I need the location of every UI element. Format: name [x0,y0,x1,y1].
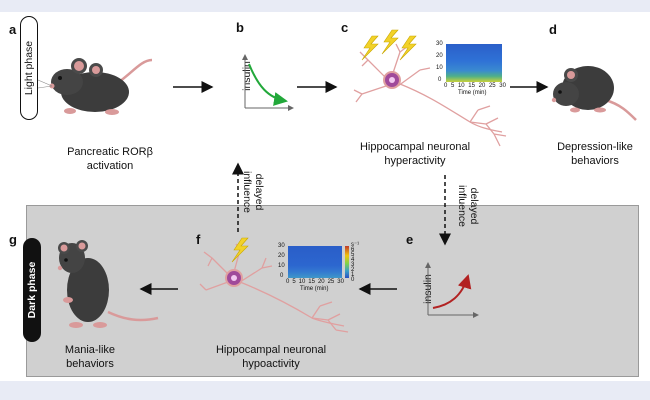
panel-letter-e: e [406,232,414,247]
spec-bot-xtick: 15 [308,279,315,285]
neuron-hyperactive [353,43,507,147]
mouse-icon-g [57,240,159,328]
caption-d-line1: Depression-like [557,141,633,153]
caption-a-line2: activation [86,160,134,172]
spec-bot-xtick: 20 [317,279,325,285]
panel-letter-g: g [9,232,17,247]
panel-letter-d: d [549,22,557,37]
neuron-hypoactive [199,243,349,333]
spec-top-xtick: 5 [450,83,455,89]
insulin-decrease-graph [242,54,294,111]
spectrogram-hyper [446,44,502,82]
spec-bot-xticks: 0 5 10 15 20 25 30 [286,279,344,285]
spec-bot-xtick: 0 [286,279,290,285]
caption-g: Mania-like behaviors [40,343,140,371]
spec-top-xlabel: Time (min) [458,90,487,96]
colorbar-unit: s⁻¹ [351,242,360,248]
caption-c: Hippocampal neuronal hyperactivity [340,140,490,168]
colorbar-tick: 4 [351,257,355,263]
spec-top-ytick-10: 10 [436,65,443,71]
spec-bot-xlabel: Time (min) [300,286,329,292]
panel-letter-a: a [9,22,17,37]
lightning-bolts-c [361,29,417,61]
spec-top-ytick-0: 0 [438,77,442,83]
spec-top-xtick: 20 [478,83,486,89]
spec-top-ytick-30: 30 [436,41,443,47]
spec-bot-ytick-0: 0 [280,273,284,279]
colorbar-tick: 6 [351,247,355,253]
caption-d-line2: behaviors [571,155,619,167]
colorbar-tick: 0 [351,277,355,283]
caption-f-line1: Hippocampal neuronal [215,344,327,356]
caption-a: Pancreatic RORβ activation [50,145,170,173]
panel-letter-f: f [196,232,201,247]
spec-bot-ytick-10: 10 [278,263,285,269]
spec-top-xtick: 15 [468,83,475,89]
caption-d: Depression-like behaviors [540,140,650,168]
spec-top-xticks: 0 5 10 15 20 25 30 [444,83,506,89]
caption-c-line2: hyperactivity [384,155,446,167]
panel-letter-b: b [236,20,244,35]
spec-bot-xtick: 5 [292,279,296,285]
spectrogram-hypo [288,246,342,278]
spec-bot-xtick: 25 [327,279,335,285]
spec-bot-ytick-20: 20 [278,253,285,259]
spec-bot-ytick-30: 30 [278,243,285,249]
colorbar-tick: 2 [351,267,355,273]
colorbar-tick: 5 [351,252,355,258]
colorbar [345,246,349,278]
mouse-icon-a [37,58,153,115]
lightning-bolt-f [231,237,249,263]
insulin-increase-graph [425,262,479,318]
caption-f-line2: hypoactivity [242,358,300,370]
spec-bot-xtick: 30 [337,279,344,285]
spec-top-xtick: 0 [444,83,448,89]
panel-letter-c: c [341,20,349,35]
caption-c-line1: Hippocampal neuronal [359,141,471,153]
colorbar-tick: 3 [351,262,355,268]
spec-top-xtick: 10 [457,83,465,89]
caption-g-line1: Mania-like [64,344,116,356]
spec-top-ytick-20: 20 [436,53,443,59]
dark-phase-box [26,205,639,377]
spec-bot-xtick: 10 [298,279,306,285]
caption-a-line1: Pancreatic RORβ [67,146,153,158]
spec-top-xtick: 30 [499,83,506,89]
colorbar-tick: 1 [351,272,355,278]
caption-g-line2: behaviors [66,358,114,370]
caption-f: Hippocampal neuronal hypoactivity [196,343,346,371]
mouse-icon-d [551,66,637,121]
spec-top-xtick: 25 [488,83,496,89]
